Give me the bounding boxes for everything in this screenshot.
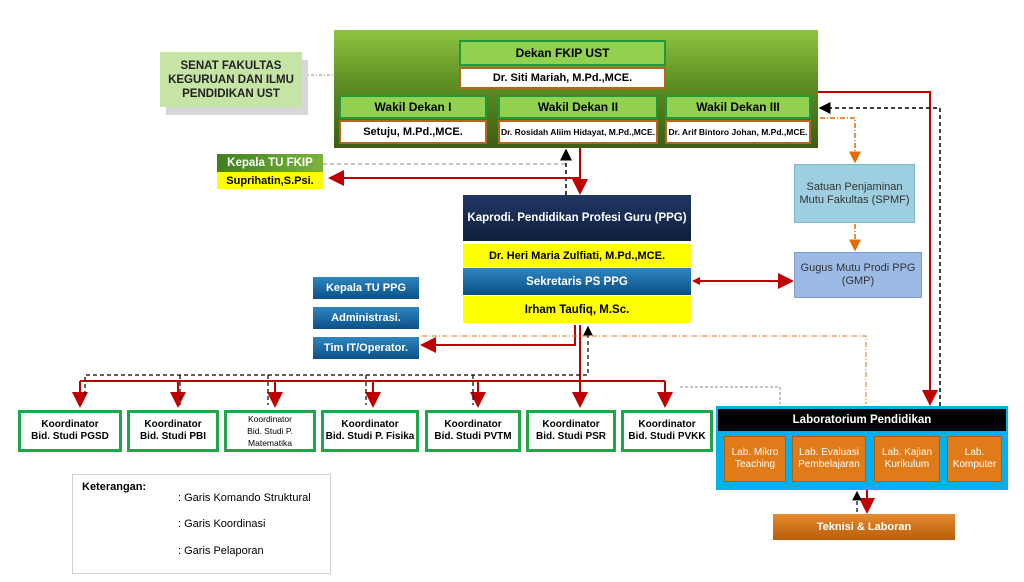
wakil-dekan-1-name: Setuju, M.Pd.,MCE. [339, 120, 487, 144]
dekan-name: Dr. Siti Mariah, M.Pd.,MCE. [459, 67, 666, 89]
lab-komputer: Lab. Komputer [947, 436, 1002, 482]
sekretaris-name: Irham Taufiq, M.Sc. [463, 296, 691, 323]
kaprodi-name: Dr. Heri Maria Zulfiati, M.Pd.,MCE. [463, 244, 691, 267]
legend-pelaporan-label: : Garis Pelaporan [178, 545, 264, 557]
sekretaris-title: Sekretaris PS PPG [463, 268, 691, 295]
kaprodi-title: Kaprodi. Pendidikan Profesi Guru (PPG) [463, 195, 691, 241]
koordinator-label: Koordinator [41, 419, 99, 430]
wakil-dekan-2-title: Wakil Dekan II [498, 95, 658, 119]
koordinator-bidang: Bid. Studi P. Fisika [325, 431, 415, 442]
wakil-dekan-2-name: Dr. Rosidah Aliim Hidayat, M.Pd.,MCE. [498, 120, 658, 144]
lab-kajian-kurikulum: Lab. Kajian Kurikulum [874, 436, 940, 482]
tim-it-operator: Tim IT/Operator. [313, 337, 419, 359]
koordinator-bidang: Bid. Studi PGSD [31, 431, 109, 442]
kepala-tu-fkip-name: Suprihatin,S.Psi. [217, 172, 323, 189]
koordinator-label: Koordinator [444, 419, 502, 430]
spmf-box: Satuan Penjaminan Mutu Fakultas (SPMF) [794, 164, 915, 223]
koordinator-label: Koordinator [638, 419, 696, 430]
koordinator-label: Koordinator [542, 419, 600, 430]
legend-box [72, 474, 331, 574]
laboratorium-title: Laboratorium Pendidikan [718, 409, 1006, 431]
koordinator-bidang: Bid. Studi PVKK [628, 431, 706, 442]
koordinator-bidang: Bid. Studi PVTM [434, 431, 512, 442]
teknisi-laboran: Teknisi & Laboran [773, 514, 955, 540]
legend-title: Keterangan: [82, 481, 147, 493]
kepala-tu-ppg: Kepala TU PPG [313, 277, 419, 299]
wakil-dekan-3-name: Dr. Arif Bintoro Johan, M.Pd.,MCE. [665, 120, 811, 144]
lab-mikro-teaching: Lab. Mikro Teaching [724, 436, 786, 482]
koordinator-label: Koordinator [341, 419, 399, 430]
wakil-dekan-3-title: Wakil Dekan III [665, 95, 811, 119]
koordinator-bidang: Bid. Studi PSR [536, 431, 606, 442]
administrasi: Administrasi. [313, 307, 419, 329]
lab-evaluasi-pembelajaran: Lab. Evaluasi Pembelajaran [792, 436, 866, 482]
legend-komando-label: : Garis Komando Struktural [178, 492, 311, 504]
senat-fakultas-box: SENAT FAKULTAS KEGURUAN DAN ILMU PENDIDI… [160, 52, 302, 107]
gmp-box: Gugus Mutu Prodi PPG (GMP) [794, 252, 922, 298]
koordinator-bidang: Bid. Studi PBI [139, 431, 207, 442]
koordinator-label: Koordinator [248, 414, 292, 424]
kepala-tu-fkip-title: Kepala TU FKIP [217, 154, 323, 172]
koordinator-bidang: Bid. Studi P. Matematika [247, 426, 293, 448]
legend-koordinasi-label: : Garis Koordinasi [178, 518, 266, 530]
wakil-dekan-1-title: Wakil Dekan I [339, 95, 487, 119]
dekan-title: Dekan FKIP UST [459, 40, 666, 66]
koordinator-label: Koordinator [144, 419, 202, 430]
